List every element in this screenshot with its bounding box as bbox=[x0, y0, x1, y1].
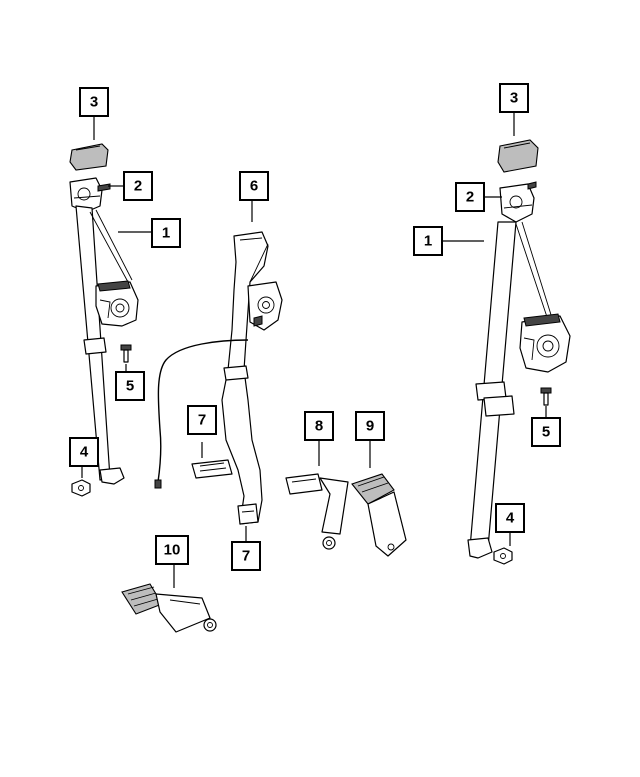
left-lower-anchor bbox=[99, 467, 125, 485]
left-anchor-nut bbox=[71, 479, 91, 497]
callout-number: 7 bbox=[242, 548, 250, 565]
right-anchor-nut bbox=[493, 547, 513, 565]
callout-number: 1 bbox=[424, 233, 432, 250]
left-trim-cover bbox=[69, 143, 109, 171]
callout-right-bolt-top: 2 bbox=[455, 182, 485, 212]
right-belt-webbing bbox=[469, 221, 553, 549]
callout-center-buckle: 7 bbox=[187, 405, 217, 435]
callout-number: 7 bbox=[198, 412, 206, 429]
center-sensor-cable bbox=[154, 339, 249, 489]
callout-number: 4 bbox=[506, 510, 515, 527]
callout-buckle-10: 10 bbox=[155, 535, 189, 565]
buckle-9 bbox=[351, 473, 407, 557]
right-lower-anchor bbox=[467, 537, 493, 559]
callout-right-nut: 4 bbox=[495, 503, 525, 533]
callout-left-belt: 1 bbox=[151, 218, 181, 248]
left-d-ring-anchor bbox=[69, 177, 111, 213]
callout-right-bolt-side: 5 bbox=[531, 417, 561, 447]
right-retractor bbox=[519, 313, 571, 373]
left-belt-webbing bbox=[75, 205, 133, 481]
callout-number: 6 bbox=[250, 178, 258, 195]
leader-lines bbox=[81, 112, 547, 588]
right-trim-cover bbox=[497, 139, 539, 173]
callout-number: 5 bbox=[542, 424, 550, 441]
right-anchor-bolt bbox=[540, 387, 552, 406]
callout-number: 8 bbox=[315, 418, 323, 435]
callout-right-belt: 1 bbox=[413, 226, 443, 256]
callout-center-lower: 7 bbox=[231, 541, 261, 571]
callout-buckle-9: 9 bbox=[355, 411, 385, 441]
callout-number: 10 bbox=[164, 542, 181, 559]
callout-number: 3 bbox=[90, 94, 98, 111]
callout-right-trim-cover: 3 bbox=[499, 83, 529, 113]
callout-number: 2 bbox=[466, 189, 474, 206]
callout-buckle-8: 8 bbox=[304, 411, 334, 441]
callout-number: 5 bbox=[126, 378, 134, 395]
callout-center-belt: 6 bbox=[239, 171, 269, 201]
callout-number: 2 bbox=[134, 178, 142, 195]
left-anchor-bolt bbox=[120, 344, 132, 363]
callout-left-bolt-top: 2 bbox=[123, 171, 153, 201]
callout-left-bolt-side: 5 bbox=[115, 371, 145, 401]
left-retractor bbox=[95, 280, 139, 327]
buckle-10 bbox=[121, 583, 217, 633]
center-belt-assembly bbox=[221, 231, 283, 525]
callout-number: 4 bbox=[80, 444, 89, 461]
right-d-ring-anchor bbox=[499, 181, 537, 223]
callout-left-trim-cover: 3 bbox=[79, 87, 109, 117]
buckle-8 bbox=[285, 473, 349, 550]
center-buckle bbox=[191, 459, 233, 479]
callout-number: 3 bbox=[510, 90, 518, 107]
callout-number: 9 bbox=[366, 418, 374, 435]
callout-number: 1 bbox=[162, 225, 170, 242]
callout-left-nut: 4 bbox=[69, 437, 99, 467]
